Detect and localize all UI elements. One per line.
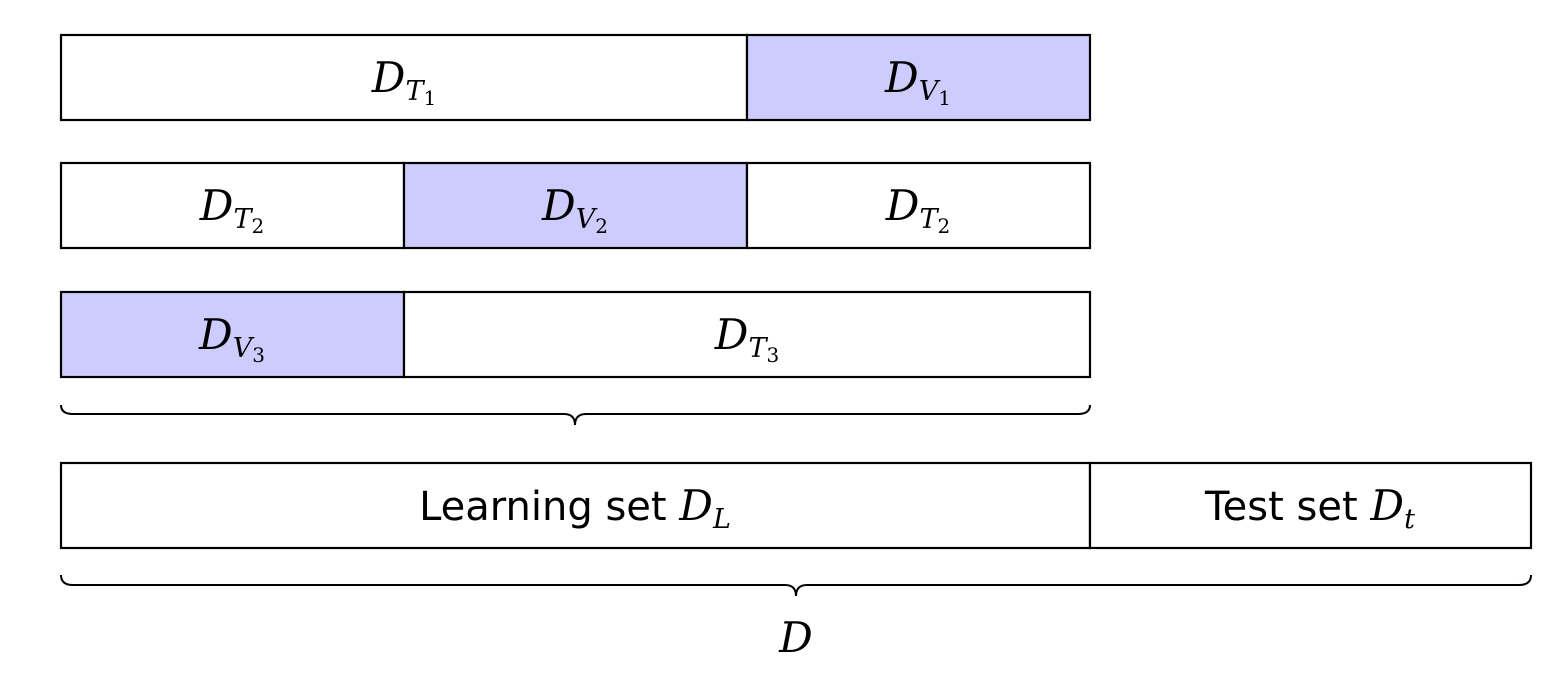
learning-set-brace [60,404,1091,426]
whole-dataset-label: D [778,613,813,662]
fold-3-validation-label: DV3 [198,310,265,367]
fold-1-validation-cell [745,33,1092,122]
fold-2-validation-label: DV2 [541,181,608,238]
fold-3-validation-cell [59,290,406,379]
fold-3-training-label: DT3 [714,310,779,367]
fold-row-2: DT2 DV2 DT2 [59,161,1092,250]
test-set-label: Test set Dt [1204,481,1415,535]
learning-set-label: Learning set DL [419,481,731,535]
fold-row-1: DT1 DV1 [59,33,1092,122]
fold-2-training-label-left: DT2 [199,181,264,238]
fold-3-training-cell [402,290,1092,379]
fold-row-3: DV3 DT3 [59,290,1092,379]
dataset-split-row: Learning set DL Test set Dt [59,461,1533,550]
fold-1-training-label: DT1 [371,53,436,110]
fold-2-training-cell-right [745,161,1092,250]
fold-2-training-cell-left [59,161,406,250]
fold-2-validation-cell [402,161,749,250]
test-set-cell [1088,461,1533,550]
fold-1-training-cell [59,33,749,122]
fold-1-validation-label: DV1 [884,53,951,110]
whole-dataset-brace [60,574,1532,597]
fold-2-training-label-right: DT2 [885,181,950,238]
learning-set-cell [59,461,1092,550]
